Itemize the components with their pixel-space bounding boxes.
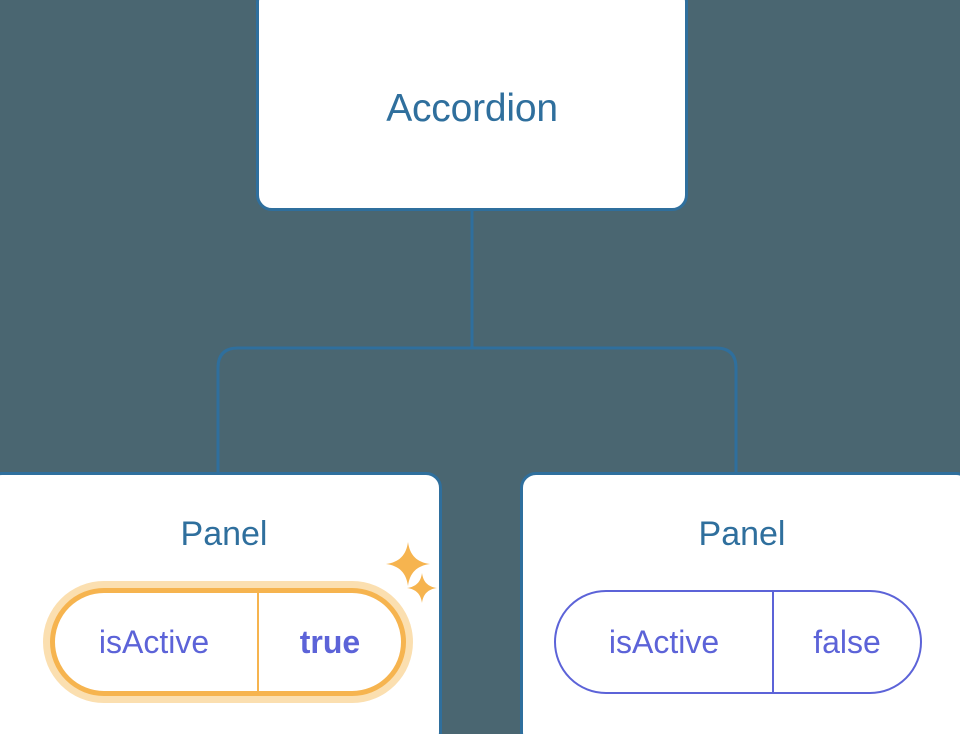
node-accordion[interactable]: Accordion: [256, 0, 688, 211]
prop-value-label: false: [772, 592, 920, 692]
connector-to-panel-left: [216, 346, 472, 476]
node-panel-left-label: Panel: [180, 515, 268, 553]
prop-key-label: isActive: [608, 624, 720, 660]
connector-to-panel-right: [472, 346, 738, 476]
prop-key-label: isActive: [98, 624, 210, 660]
node-accordion-label: Accordion: [386, 87, 558, 130]
prop-value-label: true: [257, 593, 401, 691]
node-panel-right-label: Panel: [698, 515, 786, 553]
prop-pill-isactive-false[interactable]: isActive false: [554, 590, 922, 694]
prop-pill-isactive-true[interactable]: isActive true: [50, 588, 406, 696]
